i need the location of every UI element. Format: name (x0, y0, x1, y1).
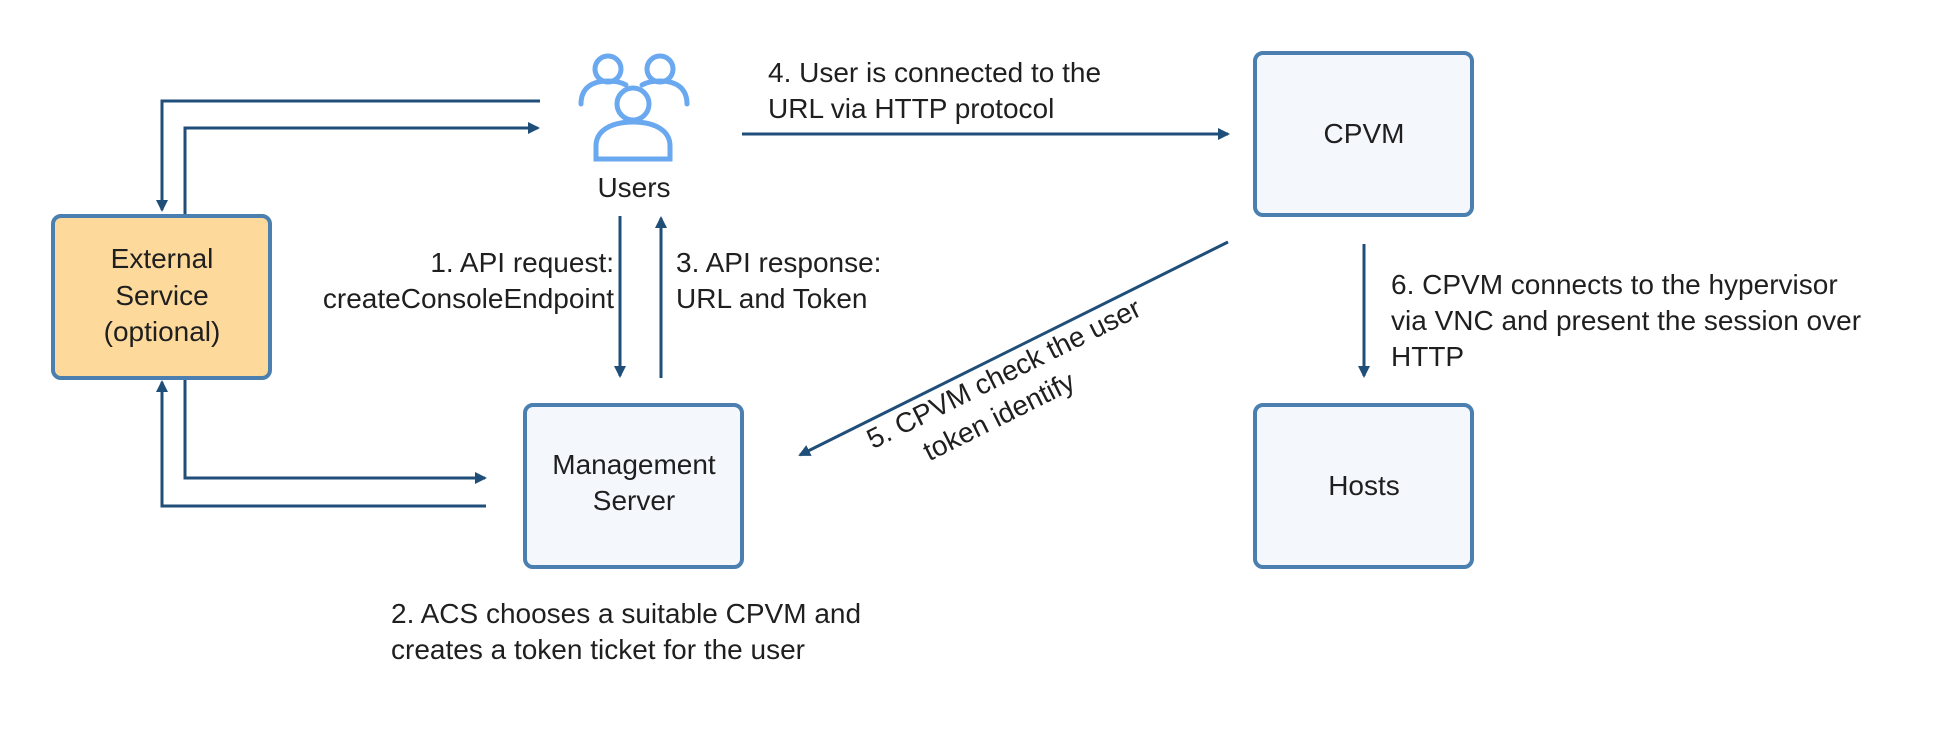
edge-external-service-to-users (183, 122, 540, 214)
step-6-line-3: HTTP (1391, 341, 1464, 372)
step-3-line-2: URL and Token (676, 283, 867, 314)
users-group-icon (578, 53, 690, 162)
management-server-box (523, 403, 744, 569)
step-6-label: 6. CPVM connects to the hypervisor via V… (1391, 269, 1861, 372)
external-service-label-line-2: Service (115, 280, 208, 311)
management-server-label-line-2: Server (593, 485, 675, 516)
edge-users-to-external-service (156, 99, 540, 212)
step-2-label: 2. ACS chooses a suitable CPVM and creat… (391, 598, 861, 665)
step-1-line-1: 1. API request: (430, 247, 614, 278)
step-1-line-2: createConsoleEndpoint (323, 283, 614, 314)
hosts-label: Hosts (1328, 470, 1400, 501)
users-label: Users (597, 172, 670, 203)
step-3-label: 3. API response: URL and Token (676, 247, 881, 314)
edges (156, 99, 1370, 508)
external-service-label-line-3: (optional) (104, 316, 221, 347)
edge-external-service-to-management-server (183, 380, 487, 484)
hosts-node: Hosts (1253, 403, 1474, 569)
step-1-label: 1. API request: createConsoleEndpoint (323, 247, 614, 314)
step-4-line-1: 4. User is connected to the (768, 57, 1101, 88)
step-2-line-2: creates a token ticket for the user (391, 634, 805, 665)
hosts-box (1253, 403, 1474, 569)
step-4-label: 4. User is connected to the URL via HTTP… (768, 57, 1101, 124)
external-service-box (51, 214, 272, 380)
step-3-line-1: 3. API response: (676, 247, 881, 278)
management-server-label-line-1: Management (552, 449, 716, 480)
step-5-label: 5. CPVM check the user token identify (862, 292, 1146, 467)
external-service-node: External Service (optional) (51, 214, 272, 380)
cpvm-box (1253, 51, 1474, 217)
edge-management-server-to-external-service (156, 380, 486, 508)
edge-cpvm-to-management-server (798, 240, 1229, 457)
step-6-line-1: 6. CPVM connects to the hypervisor (1391, 269, 1838, 300)
management-server-node: Management Server (523, 403, 744, 569)
cpvm-node: CPVM (1253, 51, 1474, 217)
step-4-line-2: URL via HTTP protocol (768, 93, 1054, 124)
external-service-label-line-1: External (111, 243, 214, 274)
step-6-line-2: via VNC and present the session over (1391, 305, 1861, 336)
step-2-line-1: 2. ACS chooses a suitable CPVM and (391, 598, 861, 629)
cpvm-label: CPVM (1324, 118, 1405, 149)
